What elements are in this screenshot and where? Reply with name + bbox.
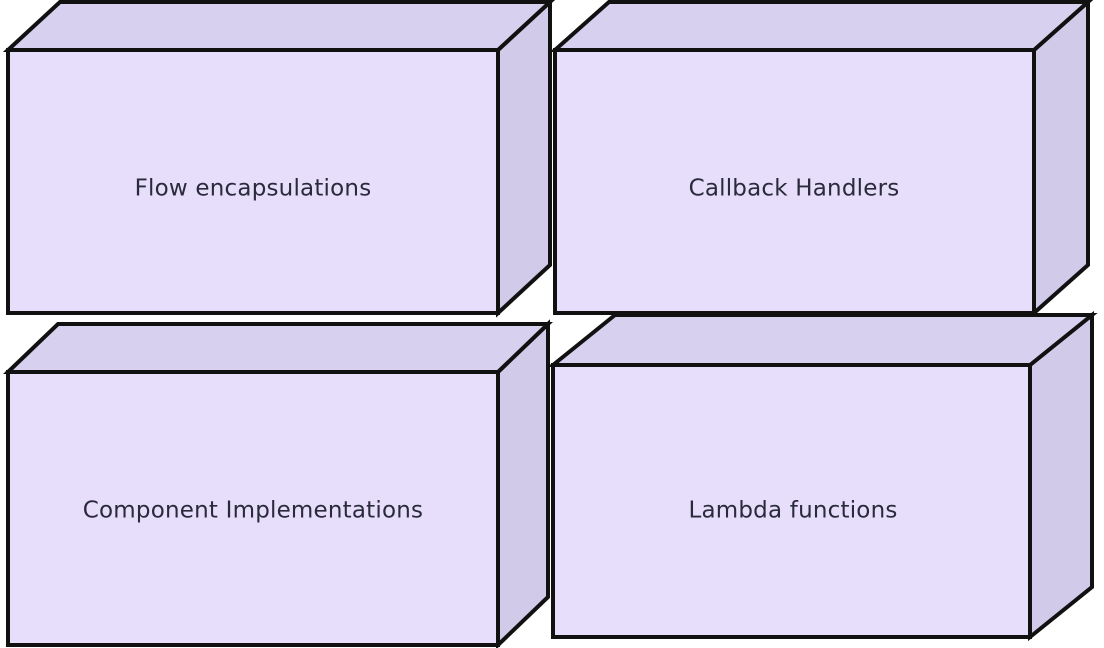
box-front-face [6, 370, 500, 647]
box-label: Component Implementations [83, 498, 423, 524]
box-side-face [1028, 310, 1094, 642]
box-front-face [551, 363, 1032, 639]
box-callback-handlers[interactable]: Callback Handlers [549, 0, 1094, 318]
box-side-face [496, 319, 550, 648]
box-top-face [2, 0, 556, 52]
box-flow-encapsulations[interactable]: Flow encapsulations [2, 0, 556, 318]
box-side-face [496, 0, 552, 318]
box-lambda-functions[interactable]: Lambda functions [547, 310, 1098, 642]
box-label: Lambda functions [688, 498, 897, 524]
box-component-implementations[interactable]: Component Implementations [3, 319, 553, 648]
box-label: Flow encapsulations [135, 176, 372, 202]
box-top-face [3, 322, 553, 374]
box-top-face [549, 0, 1094, 52]
box-top-face [547, 313, 1098, 367]
box-front-face [553, 48, 1036, 315]
box-side-face [1032, 0, 1090, 318]
box-front-face [6, 48, 500, 315]
box-label: Callback Handlers [689, 176, 900, 202]
